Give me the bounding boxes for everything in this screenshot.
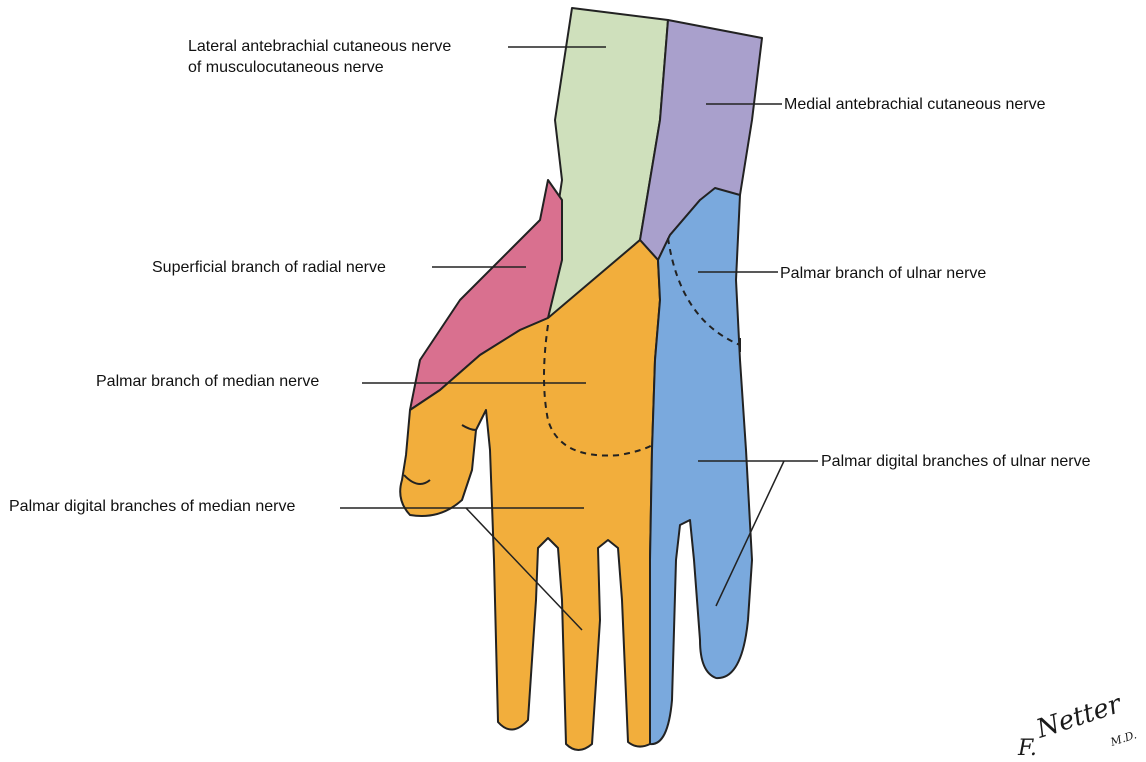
label-medial-antebrachial: Medial antebrachial cutaneous nerve (784, 94, 1046, 115)
label-digital-median: Palmar digital branches of median nerve (9, 496, 295, 517)
label-lateral-antebrachial: Lateral antebrachial cutaneous nerve of … (188, 36, 451, 78)
label-digital-ulnar: Palmar digital branches of ulnar nerve (821, 451, 1090, 472)
netter-signature: F. Netter M.D. (1017, 689, 1138, 761)
signature-initial: F. (1017, 736, 1037, 761)
label-palmar-median: Palmar branch of median nerve (96, 371, 319, 392)
label-palmar-ulnar: Palmar branch of ulnar nerve (780, 263, 986, 284)
label-lateral-line1: Lateral antebrachial cutaneous nerve (188, 36, 451, 57)
label-superficial-radial: Superficial branch of radial nerve (152, 257, 386, 278)
label-lateral-line2: of musculocutaneous nerve (188, 57, 451, 78)
signature-suffix: M.D. (1108, 728, 1138, 749)
